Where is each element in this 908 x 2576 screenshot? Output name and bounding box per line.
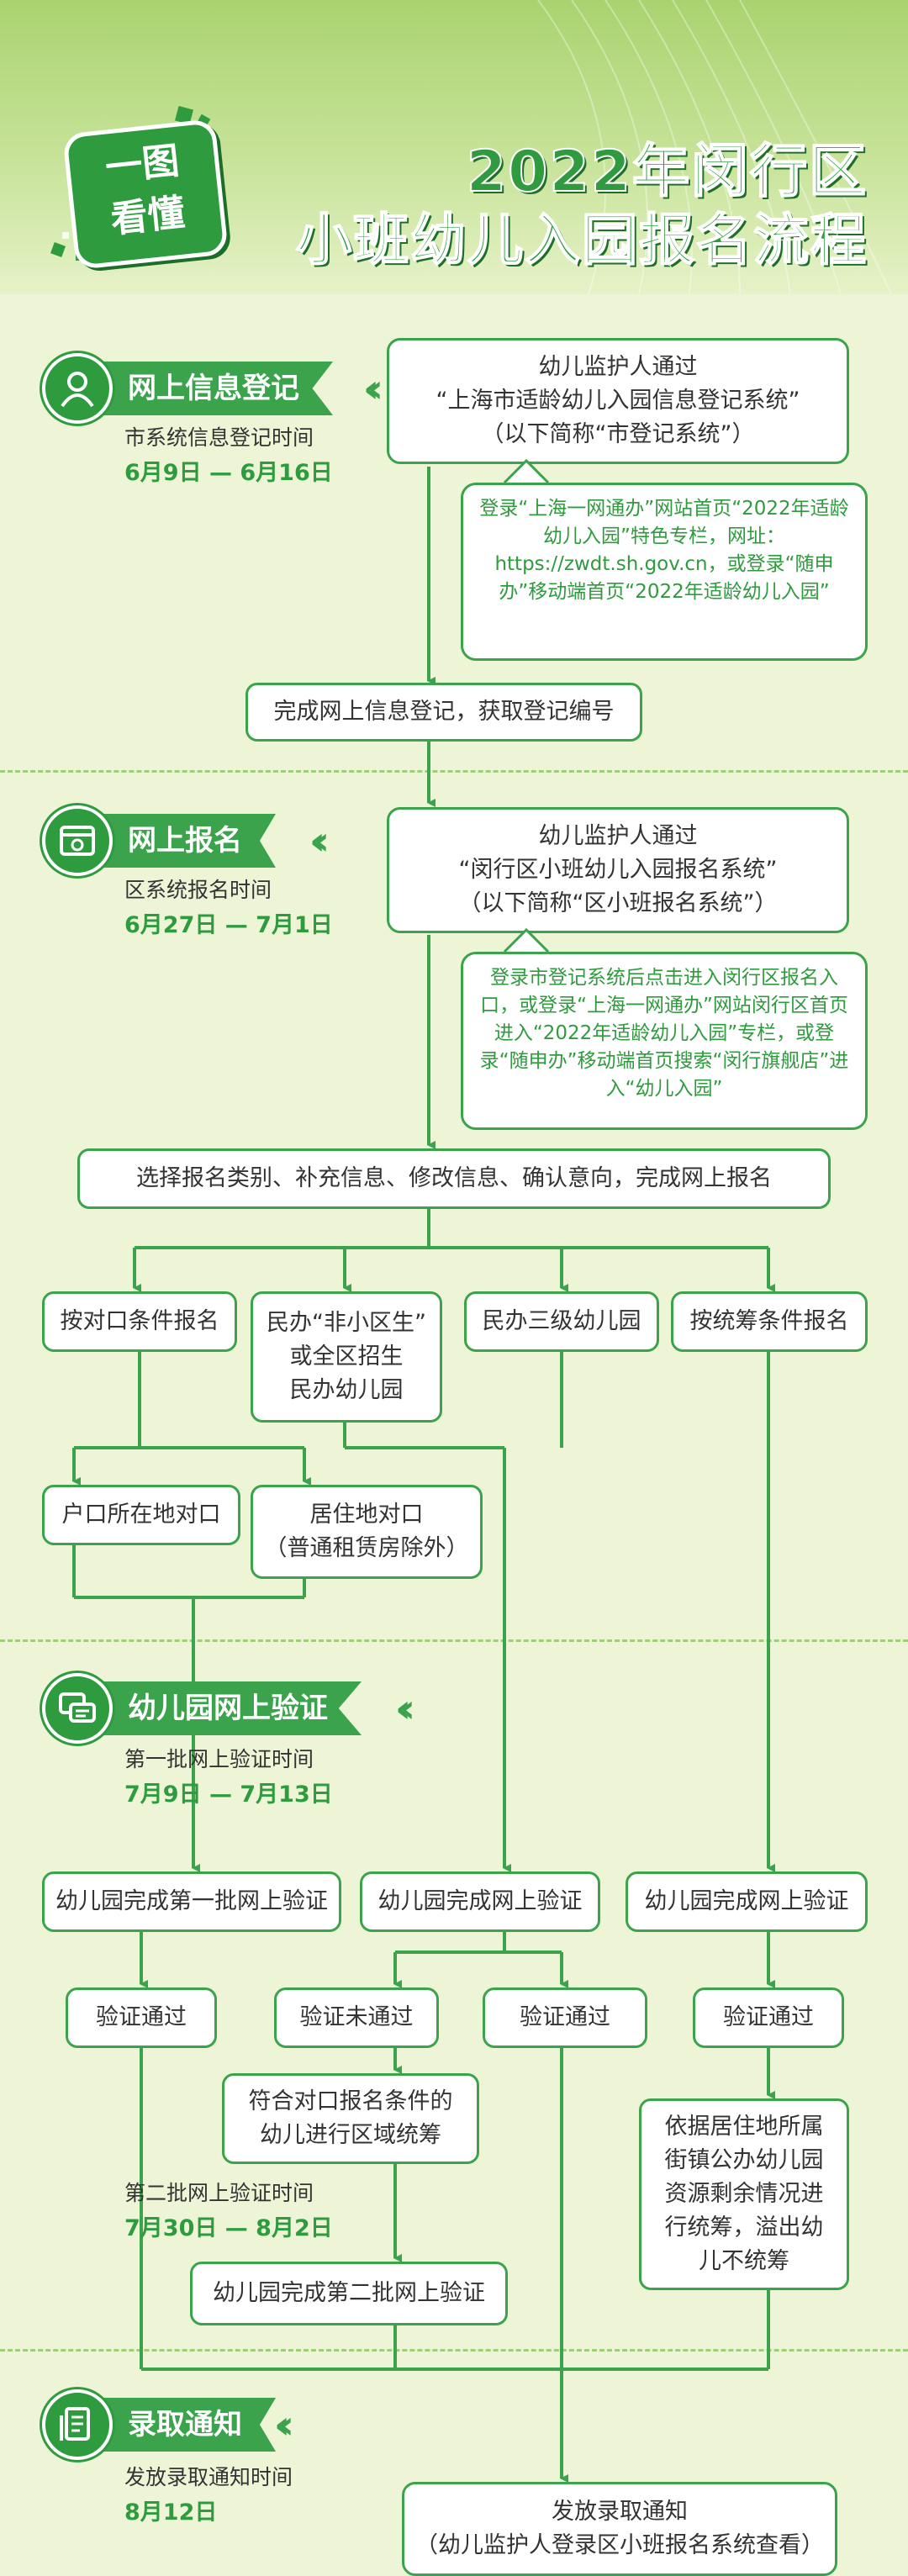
box-category-catchment: 按对口条件报名 [42,1291,237,1352]
box-verification-private: 幼儿园完成网上验证 [360,1871,600,1932]
section-subtitle: 第一批网上验证时间 [124,1747,314,1771]
section-date: 7月9日 — 7月13日 [124,1782,333,1808]
box-line: 依据居住地所属 [664,2114,824,2140]
browser-icon [42,805,113,876]
box-registration-complete: 完成网上信息登记，获取登记编号 [245,683,642,742]
section-header-admission-notice: 录取通知 ‹‹ [42,2389,328,2460]
box-line: 幼儿监护人通过 [538,823,698,849]
section-header-online-registration: 网上信息登记 ‹‹ [42,353,383,424]
box-line: 行统筹，溢出幼 [664,2214,824,2241]
chevrons-icon: ‹‹ [363,366,383,411]
box-line: 资源剩余情况进 [664,2181,824,2207]
box-verification-passed: 验证通过 [483,1987,647,2048]
section-date: 6月9日 — 6月16日 [124,460,333,486]
box-line: 幼儿监护人通过 [538,354,698,380]
box-category-private-non-local: 民办“非小区生” 或全区招生 民办幼儿园 [251,1291,442,1423]
box-residence-catchment: 居住地对口 （普通租赁房除外） [251,1485,483,1579]
section-subtitle: 发放录取通知时间 [124,2465,293,2489]
box-application-complete: 选择报名类别、补充信息、修改信息、确认意向，完成网上报名 [77,1148,831,1209]
box-line: 或全区招生 [289,1343,404,1370]
section-title: 幼儿园网上验证 [76,1681,362,1735]
section-subtitle: 区系统报名时间 [124,878,272,902]
header-decoration [50,0,892,294]
box-regional-coordination: 符合对口报名条件的 幼儿进行区域统筹 [222,2073,479,2164]
box-line: 居住地对口 [309,1502,424,1528]
box-line: 民办幼儿园 [289,1377,404,1403]
box-verification-failed: 验证未通过 [274,1987,439,2048]
chat-icon [42,1673,113,1744]
box-line: （幼儿监护人登录区小班报名系统查看） [415,2532,824,2558]
section-title: 网上信息登记 [76,362,333,415]
box-city-registration-system: 幼儿监护人通过 “上海市适龄幼儿入园信息登记系统” （以下简称“市登记系统”） [387,338,849,464]
box-line: （以下简称“区小班报名系统”） [458,890,778,916]
box-second-batch-verification: 幼儿园完成第二批网上验证 [190,2262,508,2325]
header-banner: 一图 看懂 2022年闵行区 小班幼儿入园报名流程 [0,0,908,294]
chevrons-icon: ‹‹ [274,2402,294,2447]
box-line: （普通租赁房除外） [264,1535,469,1561]
box-line: 儿不统筹 [699,2248,789,2274]
section-date: 6月27日 — 7月1日 [124,912,333,938]
box-line: 幼儿进行区域统筹 [260,2122,441,2148]
box-first-batch-verification: 幼儿园完成第一批网上验证 [42,1871,341,1932]
note-city-registration-entry: 登录“上海一网通办”网站首页“2022年适龄幼儿入园”特色专栏，网址：https… [461,483,868,661]
section-header-kindergarten-verification: 幼儿园网上验证 ‹‹ [42,1673,415,1744]
section-subtitle: 第二批网上验证时间 [124,2181,314,2205]
box-household-registration-catchment: 户口所在地对口 [42,1485,240,1545]
section-date: 8月12日 [124,2499,218,2526]
box-category-coordinated: 按统筹条件报名 [671,1291,868,1352]
box-district-application-system: 幼儿监护人通过 “闵行区小班幼儿入园报名系统” （以下简称“区小班报名系统”） [387,807,849,933]
box-line: 民办“非小区生” [267,1310,426,1336]
box-category-private-level-three: 民办三级幼儿园 [464,1291,659,1352]
note-district-application-entry: 登录市登记系统后点击进入闵行区报名入口，或登录“上海一网通办”网站闵行区首页进入… [461,952,868,1130]
box-admission-notice: 发放录取通知 （幼儿监护人登录区小班报名系统查看） [402,2482,837,2576]
chevrons-icon: ‹‹ [309,818,330,863]
document-icon [42,2389,113,2460]
page-title-line2: 小班幼儿入园报名流程 [295,207,868,273]
box-line: “闵行区小班幼儿入园报名系统” [458,857,778,883]
box-residence-coordination-rule: 依据居住地所属 街镇公办幼儿园 资源剩余情况进 行统筹，溢出幼 儿不统筹 [639,2098,849,2290]
section-subtitle: 市系统信息登记时间 [124,425,314,450]
box-line: “上海市适龄幼儿入园信息登记系统” [436,388,800,414]
chevrons-icon: ‹‹ [395,1686,415,1731]
box-line: 符合对口报名条件的 [248,2088,453,2114]
page-title-line1: 2022年闵行区 [466,138,868,206]
section-divider [0,1639,908,1642]
section-date: 7月30日 — 8月2日 [124,2215,333,2241]
box-verification-coordinated: 幼儿园完成网上验证 [626,1871,868,1932]
section-header-online-application: 网上报名 ‹‹ [42,805,362,876]
box-verification-passed: 验证通过 [693,1987,844,2048]
person-icon [42,353,113,424]
box-line: 发放录取通知 [552,2499,688,2525]
box-line: 街镇公办幼儿园 [664,2147,824,2173]
section-divider [0,2349,908,2352]
box-verification-passed: 验证通过 [66,1987,217,2048]
section-divider [0,770,908,773]
box-line: （以下简称“市登记系统”） [481,421,755,447]
